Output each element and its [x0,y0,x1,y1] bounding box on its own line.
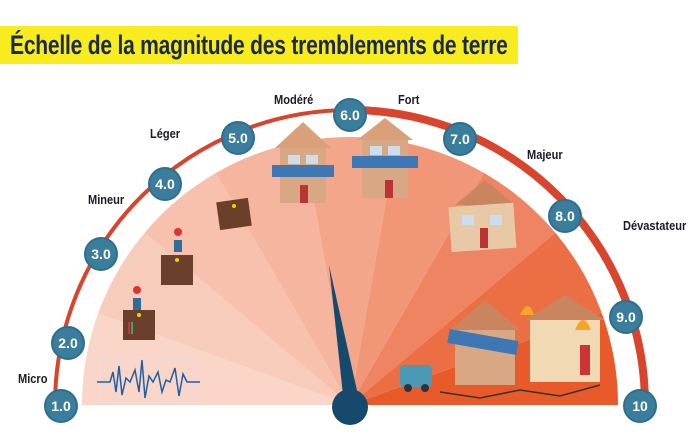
level-label-leger: Léger [150,126,181,141]
needle-hub [332,389,368,425]
house-moderate-icon [272,122,334,203]
level-label-majeur: Majeur [527,147,563,162]
magnitude-badge-10: 10 [623,389,657,423]
level-label-devastateur: Dévastateur [623,218,687,233]
level-label-micro: Micro [18,371,48,386]
page-title: Échelle de la magnitude des tremblements… [10,30,508,60]
magnitude-badge-7: 7.0 [443,122,477,156]
house-devastating-icon [400,295,605,399]
gauge-wedge [350,141,484,405]
magnitude-badge-8: 8.0 [548,199,582,233]
level-label-mineur: Mineur [88,192,125,207]
magnitude-badge-6: 6.0 [333,98,367,132]
title-banner [0,26,518,64]
level-label-modere: Modéré [274,92,314,107]
gauge-wedge [144,172,350,405]
magnitude-badge-9: 9.0 [609,300,643,334]
level-label-fort: Fort [398,92,420,107]
house-major-icon [448,180,517,253]
magnitude-badge-1: 1.0 [44,389,78,423]
outer-arc-thick [349,106,649,406]
house-strong-icon [352,118,418,198]
gauge-wedge [216,141,350,405]
nightstand-icon [123,197,252,340]
magnitude-badge-3: 3.0 [84,237,118,271]
seismograph-icon [97,357,200,404]
gauge-needle [329,265,358,395]
magnitude-badge-5: 5.0 [221,121,255,155]
magnitude-badge-4: 4.0 [148,167,182,201]
gauge-wedge [303,136,397,405]
magnitude-badge-2: 2.0 [51,326,85,360]
